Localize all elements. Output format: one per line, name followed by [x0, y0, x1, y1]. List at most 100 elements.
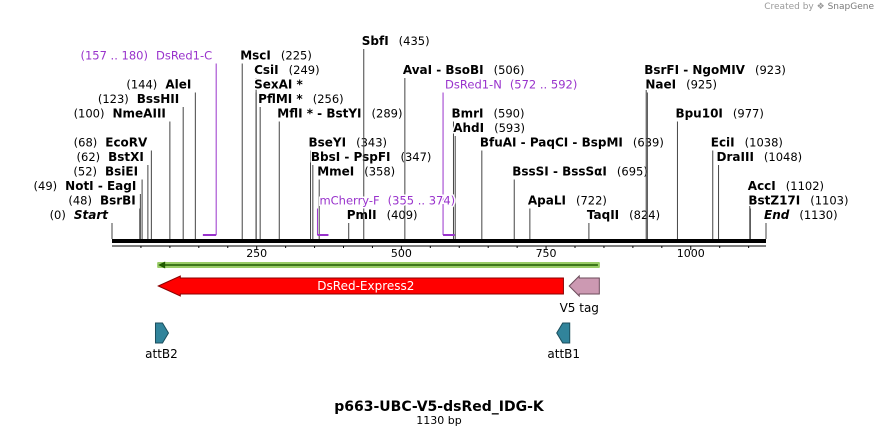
primer-name: mCherry-F: [319, 194, 379, 208]
site-name: EcoRV: [105, 136, 148, 150]
site-name: BmrI: [451, 107, 483, 121]
site-name: MmeI: [317, 165, 354, 179]
site-name: DraIII: [717, 150, 754, 164]
site-position: (593): [494, 121, 525, 135]
site-label-mfli-bstyi: MflI * - BstYI(289): [277, 107, 402, 121]
site-label-noti-eagi: (49)NotI - EagI: [34, 179, 137, 193]
site-label-avai-bsobi: AvaI - BsoBI (506): [403, 63, 525, 77]
site-position: (923): [755, 63, 786, 77]
primer-label-dsred1-c: (157 .. 180)DsRed1-C: [80, 49, 212, 63]
primer-range: (572 .. 592): [510, 78, 578, 92]
site-name: ApaLI: [528, 194, 566, 208]
site-position: (49): [34, 179, 58, 193]
feature-label-attb2: attB2: [145, 347, 178, 361]
site-name: CsiI: [254, 63, 279, 77]
site-label-csii: CsiI(249): [254, 63, 319, 77]
site-label-ecii: EciI(1038): [711, 136, 783, 150]
site-position: (722): [576, 194, 607, 208]
site-position: (123): [98, 92, 129, 106]
site-position: (925): [686, 78, 717, 92]
site-position: (62): [77, 150, 101, 164]
site-position: (409): [387, 208, 418, 222]
site-name: AhdI: [453, 121, 484, 135]
primer-label-mcherry-f: mCherry-F (355 .. 374): [319, 194, 455, 208]
site-name: BbsI - PspFI: [311, 150, 391, 164]
site-name: Start: [74, 208, 109, 222]
site-name: AccI: [748, 179, 776, 193]
site-label-taqii: TaqII (824): [587, 208, 660, 222]
site-name: NmeAIII: [113, 107, 166, 121]
primer-label-dsred1-n: DsRed1-N(572 .. 592): [445, 78, 577, 92]
backbone-bar: [112, 239, 766, 243]
ruler-tick-label-250: 250: [246, 247, 267, 260]
restriction-sites: (0)Start(48)BsrBI(49)NotI - EagI(52)BsiE…: [32, 33, 850, 239]
ruler-tick-label-750: 750: [536, 247, 557, 260]
site-label-bstz17i: BstZ17I(1103): [748, 194, 848, 208]
site-position: (977): [733, 107, 764, 121]
site-name: SbfI: [362, 34, 389, 48]
site-label-naei: NaeI (925): [645, 78, 717, 92]
site-label-acci: AccI(1102): [748, 179, 824, 193]
site-name: BsrBI: [100, 194, 136, 208]
site-position: (506): [494, 63, 525, 77]
site-position: (256): [313, 92, 344, 106]
site-name: BfuAI - PaqCI - BspMI: [480, 136, 623, 150]
site-position: (1048): [764, 150, 802, 164]
site-name: BstZ17I: [748, 194, 800, 208]
site-name: PflMI *: [258, 92, 303, 106]
site-position: (358): [364, 165, 395, 179]
site-label-bfuai-paqci-bspmi: BfuAI - PaqCI - BspMI (639): [480, 136, 664, 150]
site-label-bseyi: BseYI (343): [309, 136, 388, 150]
feature-arrow-attb1: [556, 322, 571, 344]
site-label-ahdi: AhdI (593): [453, 121, 525, 135]
site-name: BseYI: [309, 136, 347, 150]
feature-arrow-dsred-express2: [157, 275, 564, 297]
site-position: (343): [356, 136, 387, 150]
snapgene-credit: Created by ❖ SnapGene: [764, 2, 874, 12]
site-label-nmeaiii: (100) NmeAIII: [74, 107, 166, 121]
site-label-pmli: PmlI (409): [347, 208, 418, 222]
feature-label-attb1: attB1: [547, 347, 580, 361]
plasmid-title: p663-UBC-V5-dsRed_IDG-K: [334, 399, 545, 415]
site-name: BstXI: [108, 150, 144, 164]
site-position: (590): [494, 107, 525, 121]
site-name: NaeI: [645, 78, 676, 92]
site-label-bsssi-bsss-i: BssSI - BssSαI(695): [512, 165, 648, 179]
primer-range: (355 .. 374): [388, 194, 456, 208]
site-name: MflI * - BstYI: [277, 107, 361, 121]
site-name: TaqII: [587, 208, 619, 222]
site-label-draiii: DraIII (1048): [717, 150, 803, 164]
site-position: (824): [629, 208, 660, 222]
features: DsRed-Express2 V5 tag attB2 attB1: [145, 261, 600, 361]
site-position: (695): [617, 165, 648, 179]
site-position: (1038): [745, 136, 783, 150]
site-label-pflmi: PflMI * (256): [258, 92, 344, 106]
feature-arrow-attb2: [154, 322, 170, 344]
site-position: (1130): [799, 208, 837, 222]
feature-label-dsred-express2: DsRed-Express2: [317, 279, 414, 293]
site-label-bsrbi: (48)BsrBI: [68, 194, 135, 208]
site-name: BsrFI - NgoMIV: [644, 63, 745, 77]
sequence-backbone: [112, 239, 766, 243]
ruler-tick-label-1000: 1000: [677, 247, 705, 260]
site-label-sbfi: SbfI(435): [362, 34, 430, 48]
snapgene-logo-icon: ❖: [816, 2, 825, 12]
site-position: (225): [281, 49, 312, 63]
site-name: AvaI - BsoBI: [403, 63, 484, 77]
credit-brand: SnapGene: [827, 2, 874, 12]
feature-arrow-v5-tag: [568, 274, 600, 298]
site-position: (0): [50, 208, 66, 222]
site-position: (144): [126, 78, 157, 92]
site-position: (100): [74, 107, 105, 121]
site-label-alei: (144)AleI: [126, 78, 191, 92]
site-name: End: [764, 208, 790, 222]
site-name: PmlI: [347, 208, 377, 222]
site-label-bstxi: (62) BstXI: [77, 150, 144, 164]
site-label-ecorv: (68)EcoRV: [74, 136, 148, 150]
site-position: (639): [633, 136, 664, 150]
feature-label-v5-tag: V5 tag: [560, 301, 599, 315]
site-name: SexAI *: [254, 78, 303, 92]
credit-prefix: Created by: [764, 2, 814, 12]
